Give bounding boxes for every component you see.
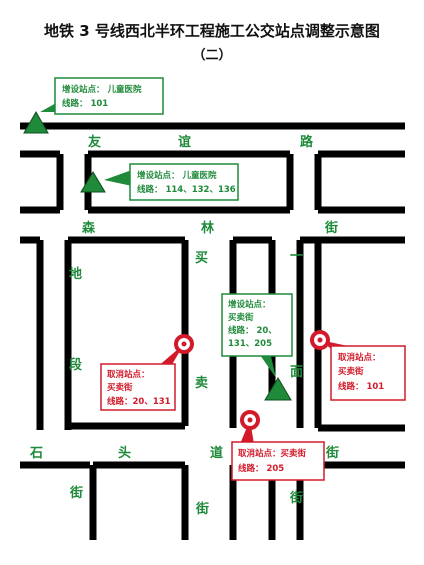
road-label-senlin-2: 林 [201,220,214,236]
road-label-youyi-3: 路 [300,134,314,150]
road-label-diduan-1: 地 [69,266,82,282]
callout-box [54,77,164,115]
road-label-youyi-2: 谊 [178,134,191,150]
road-label-mian: 面 [290,365,303,380]
callout-cancel-stop-101: 取消站点： 买卖街 线路： 101 [320,340,406,401]
callout-add-stop-101: 增设站点： 儿童医院 线路： 101 [40,77,164,115]
red-circle-icon-center [181,341,187,347]
road-label-shitou-1: 石 [29,446,43,461]
green-triangle-icon [264,377,292,401]
road-label-shitou-4: 街 [325,445,339,461]
callout-add-stop-maimai: 增设站点： 买卖街 线路： 20、 131、205 [221,293,293,378]
road-label-jie-3: 街 [289,490,303,506]
callout-line: 线路：20、131 [107,396,171,407]
road-label-senlin-3: 街 [324,220,338,236]
callout-line: 131、205 [228,339,272,349]
road-label-maimai-2: 卖 [195,375,208,391]
green-triangle-icon [80,171,106,193]
road-label-jie-1: 街 [69,485,83,501]
road-label-maimai-1: 买 [195,251,208,266]
road-label-shitou-3: 道 [210,445,223,461]
callout-pointer [40,102,58,112]
callout-line: 线路： 101 [338,381,384,392]
callout-line: 取消站点： [107,369,150,380]
callout-box [129,163,239,201]
callout-line: 取消站点：买卖街 [238,448,307,459]
map-title: 地铁 3 号线西北半环工程施工公交站点调整示意图 [44,22,380,40]
road-label-shitou-2: 头 [118,445,131,461]
callout-line: 买卖街 [338,366,364,377]
callout-line: 取消站点： [338,352,381,363]
callout-line: 买卖街 [228,312,254,323]
callout-line: 线路： 101 [62,98,108,109]
callout-line: 线路： 20、 [228,325,277,336]
callout-pointer [104,170,132,186]
callout-box [221,293,293,357]
callout-box [330,345,406,401]
callout-pointer [258,352,276,378]
callout-line: 线路： 205 [238,463,284,474]
map-subtitle: （二） [192,48,232,63]
red-circle-icon-center [247,417,253,423]
red-circle-icon-center [317,337,323,343]
road-label-youyi-1: 友 [88,134,101,150]
callout-box [100,363,176,411]
road-label-senlin-1: 森 [82,220,96,236]
callout-add-stop-114: 增设站点： 儿童医院 线路： 114、132、136 [104,163,239,201]
road-label-jie-2: 街 [195,501,209,517]
road-labels: 友 谊 路 森 林 街 地 段 买 卖 一 面 石 头 道 街 街 街 街 [29,134,339,517]
callout-cancel-stop-20: 取消站点： 买卖街 线路：20、131 [100,344,184,411]
callout-line: 线路： 114、132、136 [137,184,236,195]
callout-box [231,441,325,481]
road-label-diduan-2: 段 [69,357,82,373]
callout-line: 增设站点： [228,299,271,310]
callout-line: 增设站点： 儿童医院 [137,170,217,181]
road-label-yi: 一 [290,249,303,264]
green-triangle-icon [23,110,49,134]
callout-line: 买卖街 [107,382,133,393]
callout-cancel-stop-205: 取消站点：买卖街 线路： 205 [231,420,325,481]
callout-line: 增设站点： 儿童医院 [62,84,142,95]
